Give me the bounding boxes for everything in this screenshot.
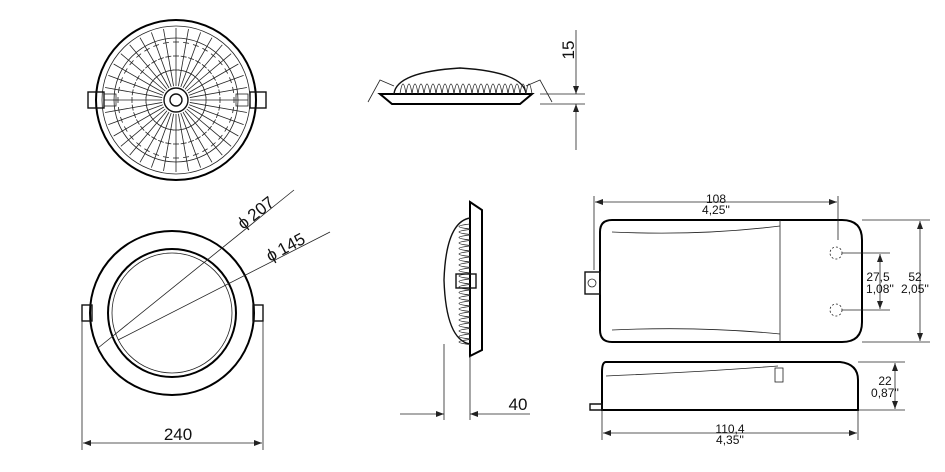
downlight-side-view [400, 200, 530, 420]
dim-207-label: 207 [244, 193, 278, 225]
dim-110-4-label: 110,4 [715, 422, 744, 436]
dim-240-label: 240 [164, 425, 192, 444]
profile-fins [399, 83, 533, 95]
dim-52-inch-label: 2,05'' [901, 282, 929, 296]
downlight-top-view [87, 19, 267, 181]
dim-15-label: 15 [559, 41, 578, 60]
heatsink-fins [104, 28, 248, 172]
dim-145-label: 145 [274, 229, 308, 259]
diameter-inner-line [117, 231, 331, 341]
dim-145-group: ϕ 145 [263, 229, 308, 265]
driver-side-view [589, 361, 905, 440]
downlight-side-profile [367, 30, 585, 150]
dim-52-label: 52 [908, 270, 922, 284]
diameter-outer-line [97, 189, 295, 349]
dim-110-4-inch-label: 4,35'' [716, 433, 744, 447]
dim-27-5-inch-label: 1,08'' [866, 282, 894, 296]
side-fins [458, 223, 471, 345]
dim-108-label: 108 [706, 192, 726, 206]
dim-108-inch-label: 4,25'' [702, 203, 730, 217]
dim-27-5-label: 27,5 [866, 270, 890, 284]
dim-22-inch-label: 0,87'' [871, 386, 899, 400]
downlight-front-view [81, 189, 331, 450]
dim-22-label: 22 [878, 374, 892, 388]
dim-207-group: ϕ 207 [234, 193, 278, 233]
dim-40-label: 40 [509, 395, 528, 414]
driver-top-view [584, 196, 930, 343]
